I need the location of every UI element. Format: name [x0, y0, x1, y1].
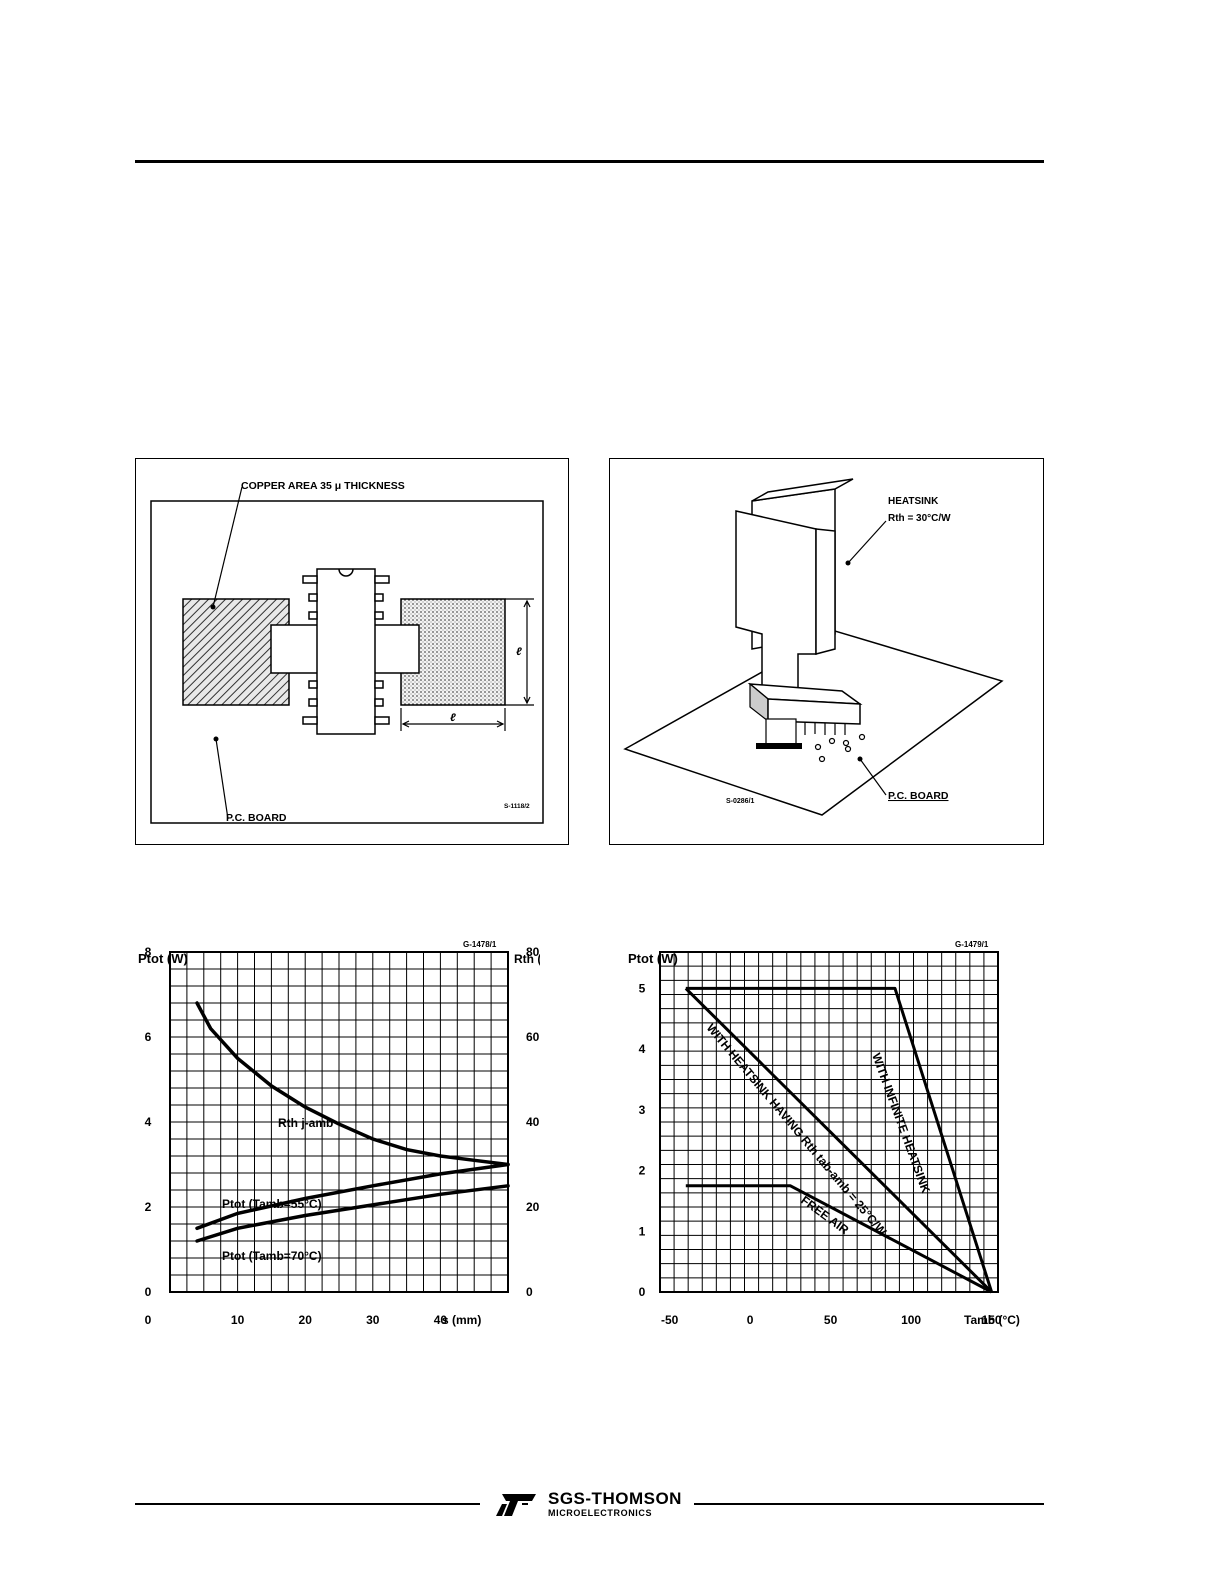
series-line-0	[195, 1001, 510, 1167]
header-rule	[135, 160, 1044, 163]
footer-rule-right	[694, 1503, 1044, 1505]
dim-label-horizontal: ℓ	[450, 712, 456, 724]
x-tick-label: 10	[231, 1313, 245, 1327]
y2-tick-label: 40	[526, 1115, 540, 1129]
y-tick-label: 3	[639, 1103, 646, 1117]
y-tick-label: 1	[639, 1224, 646, 1238]
y2-tick-label: 20	[526, 1200, 540, 1214]
series-line-0	[685, 986, 994, 1293]
x-tick-label: 30	[366, 1313, 380, 1327]
y-axis-label: Ptot (W)	[138, 951, 188, 966]
chart-2-svg: 0 1 2 3 4 5 -50 0 50 100 150 Ptot (W) Tamb (°C) G-…	[628, 940, 1020, 1327]
y2-tick-label: 60	[526, 1030, 540, 1044]
x-tick-label: 40	[434, 1313, 448, 1327]
series-label-ptot70: Ptot (Tamb=70°C)	[222, 1249, 322, 1263]
figure-copper-area: ℓ ℓ COPPER AREA 35 μ THICKNESS P.C. BOAR…	[135, 458, 569, 845]
ic-body	[316, 568, 376, 735]
y-tick-label: 2	[639, 1164, 646, 1178]
chart-ref: G-1479/1	[955, 940, 989, 949]
x-tick-label: 100	[901, 1313, 921, 1327]
chart-ptot-vs-tamb: 0 1 2 3 4 5 -50 0 50 100 150 Ptot (W) Tamb (°C) G-…	[620, 930, 1030, 1340]
series-label-ptot55: Ptot (Tamb=55°C)	[222, 1197, 322, 1211]
footer-rule-left	[135, 1503, 480, 1505]
rth-label: Rth = 30°C/W	[888, 513, 951, 524]
x-tick-label: 0	[747, 1313, 754, 1327]
series-label-heatsink: WITH HEATSINK HAVING Rth tab-amb = 25°C/…	[704, 1021, 890, 1239]
y-tick-label: 5	[639, 981, 646, 995]
brand-name: SGS-THOMSON	[548, 1489, 682, 1508]
y-tick-label: 4	[145, 1115, 152, 1129]
series-line-2	[195, 1184, 510, 1243]
figure-heatsink: HEATSINK Rth = 30°C/W P.C. BOARD S-0286/…	[609, 458, 1044, 845]
pc-board-label: P.C. BOARD	[226, 812, 287, 824]
x-axis-label: Tamb (°C)	[964, 1313, 1020, 1327]
figure-ref: S-1118/2	[504, 803, 530, 810]
pc-board-label: P.C. BOARD	[888, 790, 949, 802]
y-tick-label: 4	[639, 1042, 646, 1056]
series-line-1	[684, 987, 993, 1294]
copper-area-label: COPPER AREA 35 μ THICKNESS	[241, 480, 405, 492]
series-line-1	[195, 1162, 510, 1231]
y-tick-label: 6	[145, 1030, 152, 1044]
y-tick-label: 8	[145, 945, 152, 959]
x-tick-label: 150	[982, 1313, 1002, 1327]
y-tick-label: 2	[145, 1200, 152, 1214]
dim-label-vertical: ℓ	[516, 646, 522, 658]
y-tick-label: 0	[639, 1285, 646, 1299]
y-axis-label: Ptot (W)	[628, 951, 678, 966]
y2-axis-label: Rth (°C/W)	[514, 952, 540, 966]
x-tick-label: 20	[299, 1313, 313, 1327]
x-tick-label: -50	[661, 1313, 679, 1327]
chart-ref: G-1478/1	[463, 940, 497, 949]
y-tick-label: 0	[145, 1285, 152, 1299]
x-axis-label: s (mm)	[442, 1313, 481, 1327]
y2-tick-label: 0	[526, 1285, 533, 1299]
st-logo	[494, 1492, 538, 1518]
x-tick-label: 0	[145, 1313, 152, 1327]
series-line-2	[685, 1184, 993, 1294]
figure-ref: S-0286/1	[726, 798, 755, 805]
y2-tick-label: 80	[526, 945, 540, 959]
brand-subtitle: MICROELECTRONICS	[548, 1508, 653, 1518]
x-tick-label: 50	[824, 1313, 838, 1327]
series-label-rth: Rth j-amb	[278, 1116, 333, 1130]
ic-pins	[302, 575, 390, 725]
heatsink-label: HEATSINK	[888, 496, 939, 507]
